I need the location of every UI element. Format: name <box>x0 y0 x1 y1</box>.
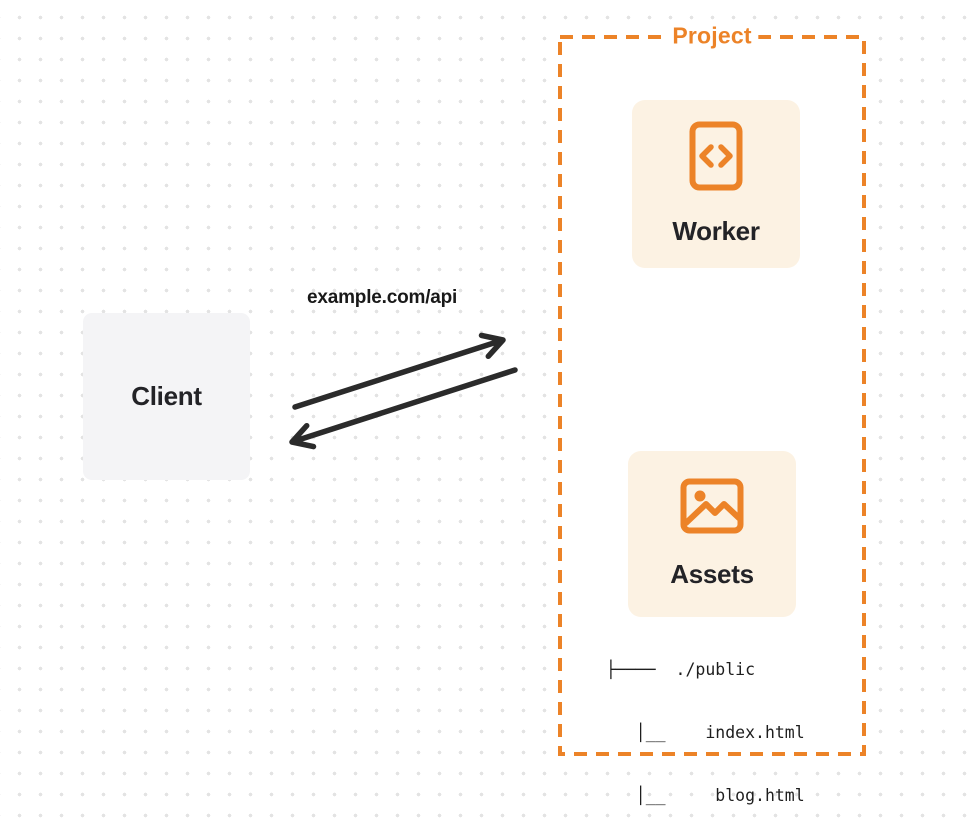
file-tree: ├──── ./public │__ index.html │__ blog.h… <box>606 617 805 818</box>
file-tree-line: │__ blog.html <box>606 786 805 805</box>
request-arrow <box>292 332 506 410</box>
worker-node: Worker <box>632 100 800 268</box>
response-arrow <box>289 367 518 450</box>
project-dashed-border <box>558 35 866 756</box>
image-icon <box>680 478 744 534</box>
code-file-icon <box>689 121 743 191</box>
client-label: Client <box>131 381 202 411</box>
file-tree-line: │__ index.html <box>606 723 805 742</box>
assets-label: Assets <box>670 559 754 589</box>
request-url-label: example.com/api <box>307 287 458 308</box>
file-tree-line: ├──── ./public <box>606 660 756 679</box>
client-node: Client <box>83 313 250 480</box>
request-response-arrows <box>289 332 518 450</box>
worker-label: Worker <box>672 216 760 246</box>
project-boundary: Project Worker Assets ├──── ./public │__… <box>558 22 866 805</box>
project-label: Project <box>665 22 759 50</box>
assets-node: Assets <box>628 451 796 617</box>
